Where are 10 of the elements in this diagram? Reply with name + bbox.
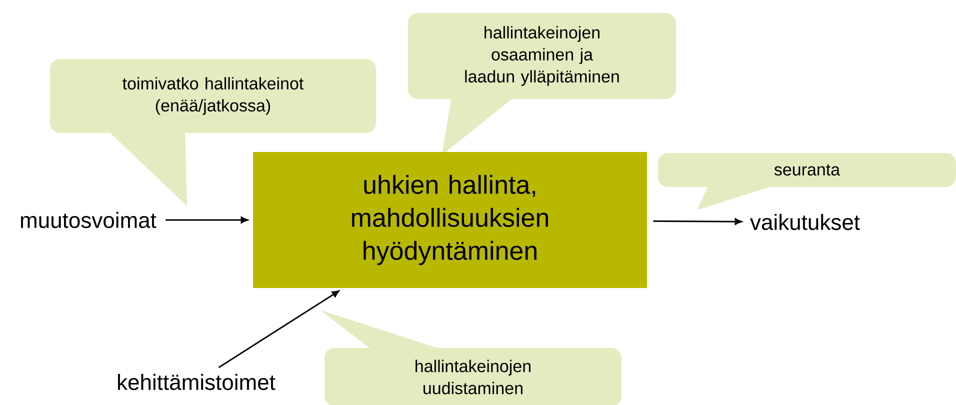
node-label: kehittämistoimet [118, 374, 276, 390]
speech-bubble: seuranta [658, 153, 956, 210]
node-label: muutosvoimat [21, 212, 156, 228]
arrow [653, 218, 742, 225]
speech-bubble: hallintakeinojen uudistaminen [320, 310, 622, 405]
arrow [218, 290, 340, 368]
process-box: uhkien hallinta, mahdollisuuksien hyödyntäminen [253, 152, 647, 288]
node-label: vaikutukset [750, 214, 860, 230]
arrow [166, 216, 248, 224]
speech-bubble: hallintakeinojen osaaminen ja laadun ylläpitäminen [408, 13, 676, 155]
